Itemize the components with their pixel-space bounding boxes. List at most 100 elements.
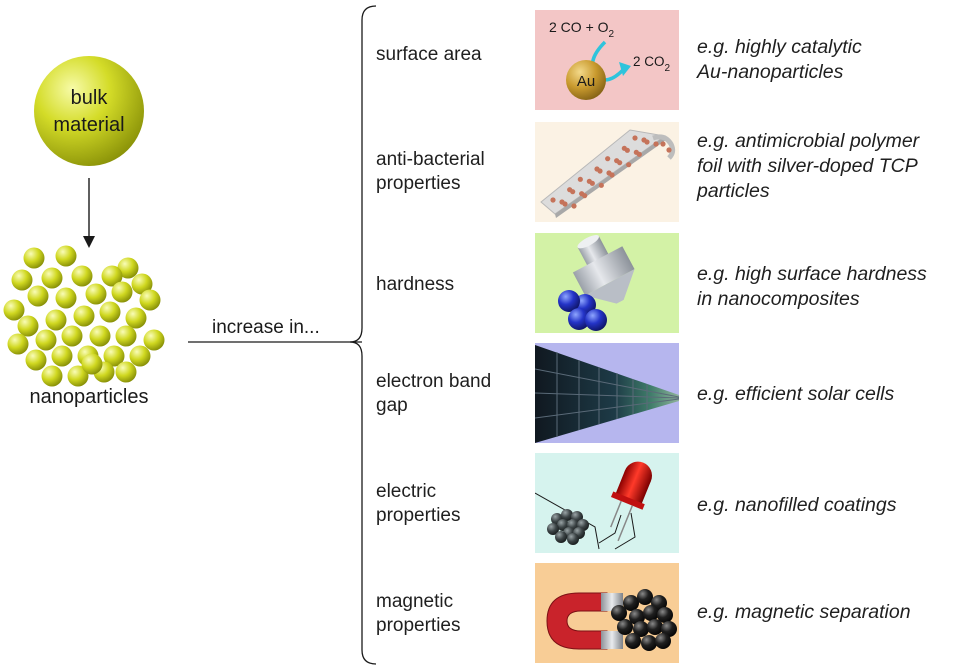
nanoparticle — [55, 245, 77, 267]
magnetic-particle — [617, 619, 633, 635]
conductive-particle — [567, 533, 579, 545]
particle-blue — [585, 309, 607, 331]
nanoparticle — [103, 345, 125, 367]
example-solar: e.g. efficient solar cells — [697, 382, 894, 407]
nanoparticle — [111, 281, 133, 303]
nanoparticle — [139, 289, 161, 311]
label-line: properties — [376, 173, 461, 194]
panel-catalysis: 2 CO + O2 2 CO2 Au — [535, 10, 679, 110]
panel-magnet — [535, 563, 679, 663]
silver-particle — [598, 182, 604, 188]
nanoparticle — [85, 283, 107, 305]
gold-label: Au — [577, 73, 595, 90]
nanoparticle — [41, 365, 63, 387]
nanoparticle — [129, 345, 151, 367]
magnetic-particle — [657, 607, 673, 623]
magnetic-particles — [611, 589, 677, 651]
nanoparticle — [41, 267, 63, 289]
example-line: e.g. highly catalytic — [697, 36, 862, 58]
conductive-particles — [547, 509, 589, 545]
catalysis-background — [535, 10, 679, 110]
magnetic-particle — [641, 635, 657, 651]
silver-particle — [626, 162, 632, 168]
indenter-tip — [585, 269, 635, 304]
label-line: magnetic — [376, 591, 454, 612]
magnetic-particle — [623, 595, 639, 611]
silver-particle — [653, 141, 659, 147]
silver-particle — [570, 189, 576, 195]
nanoparticle — [27, 285, 49, 307]
curly-brace — [349, 5, 377, 665]
nanoparticle — [117, 257, 139, 279]
label-surface-area: surface area — [376, 43, 482, 67]
nanoparticle — [115, 361, 137, 383]
nanoparticle — [73, 305, 95, 327]
silver-particle — [605, 156, 611, 162]
indenter-top — [577, 235, 599, 249]
particle-blue — [558, 290, 580, 312]
led-rim — [610, 491, 645, 510]
silver-particle — [632, 135, 638, 141]
silver-particle — [597, 168, 603, 174]
bulk-label-line2: material — [53, 114, 124, 136]
example-coatings: e.g. nanofilled coatings — [697, 493, 896, 518]
example-line: particles — [697, 180, 770, 202]
nanoparticle — [71, 265, 93, 287]
magnetic-particle — [647, 619, 663, 635]
silver-particle — [609, 172, 615, 178]
silver-particle — [636, 151, 642, 157]
nanoparticle — [81, 353, 103, 375]
example-line: Au-nanoparticles — [697, 61, 844, 83]
label-line: electron band — [376, 371, 492, 392]
nanoparticle — [23, 247, 45, 269]
led-leg — [610, 500, 622, 528]
nanoparticle — [101, 265, 123, 287]
down-arrow-head — [83, 236, 95, 248]
indenter — [572, 235, 635, 304]
foil-curl — [652, 134, 676, 160]
nanoparticle — [11, 269, 33, 291]
label-line: hardness — [376, 274, 455, 295]
conductive-particle — [561, 509, 573, 521]
conductive-particle — [555, 531, 567, 543]
label-line: surface area — [376, 44, 482, 65]
nanoparticle — [89, 325, 111, 347]
circuit-wires — [535, 492, 636, 550]
silver-particle — [562, 201, 568, 207]
magnetic-particle — [661, 621, 677, 637]
nanoparticle — [125, 307, 147, 329]
particle-blue — [568, 308, 590, 330]
example-line: e.g. magnetic separation — [697, 601, 911, 623]
label-hardness: hardness — [376, 273, 454, 297]
silver-particle — [644, 139, 650, 145]
example-line: e.g. high surface hardness — [697, 263, 927, 285]
nanoparticle — [99, 301, 121, 323]
panel-hardness — [535, 233, 679, 333]
silver-particle — [660, 141, 666, 147]
silver-particle — [571, 203, 577, 209]
nanoparticle — [35, 329, 57, 351]
nanoparticle — [61, 325, 83, 347]
magnet-pole-bottom — [601, 631, 623, 649]
silver-particle — [582, 193, 588, 199]
example-line: e.g. efficient solar cells — [697, 383, 895, 405]
gold-nanoparticle — [566, 60, 606, 100]
solar-grid-lines — [535, 352, 679, 437]
silver-particle — [666, 147, 672, 153]
nanoparticle — [25, 349, 47, 371]
nanoparticle-cluster — [3, 245, 165, 387]
nanoparticles-label: nanoparticles — [30, 386, 149, 408]
panel-electric-led — [535, 453, 679, 553]
reactant-text: 2 CO + O2 — [549, 19, 615, 40]
nanoparticle — [17, 315, 39, 337]
magnetic-particle — [637, 589, 653, 605]
silver-particle — [624, 147, 630, 153]
label-line: electric — [376, 481, 437, 502]
led — [610, 461, 652, 542]
label-line: gap — [376, 395, 408, 416]
silver-particles — [550, 135, 672, 209]
